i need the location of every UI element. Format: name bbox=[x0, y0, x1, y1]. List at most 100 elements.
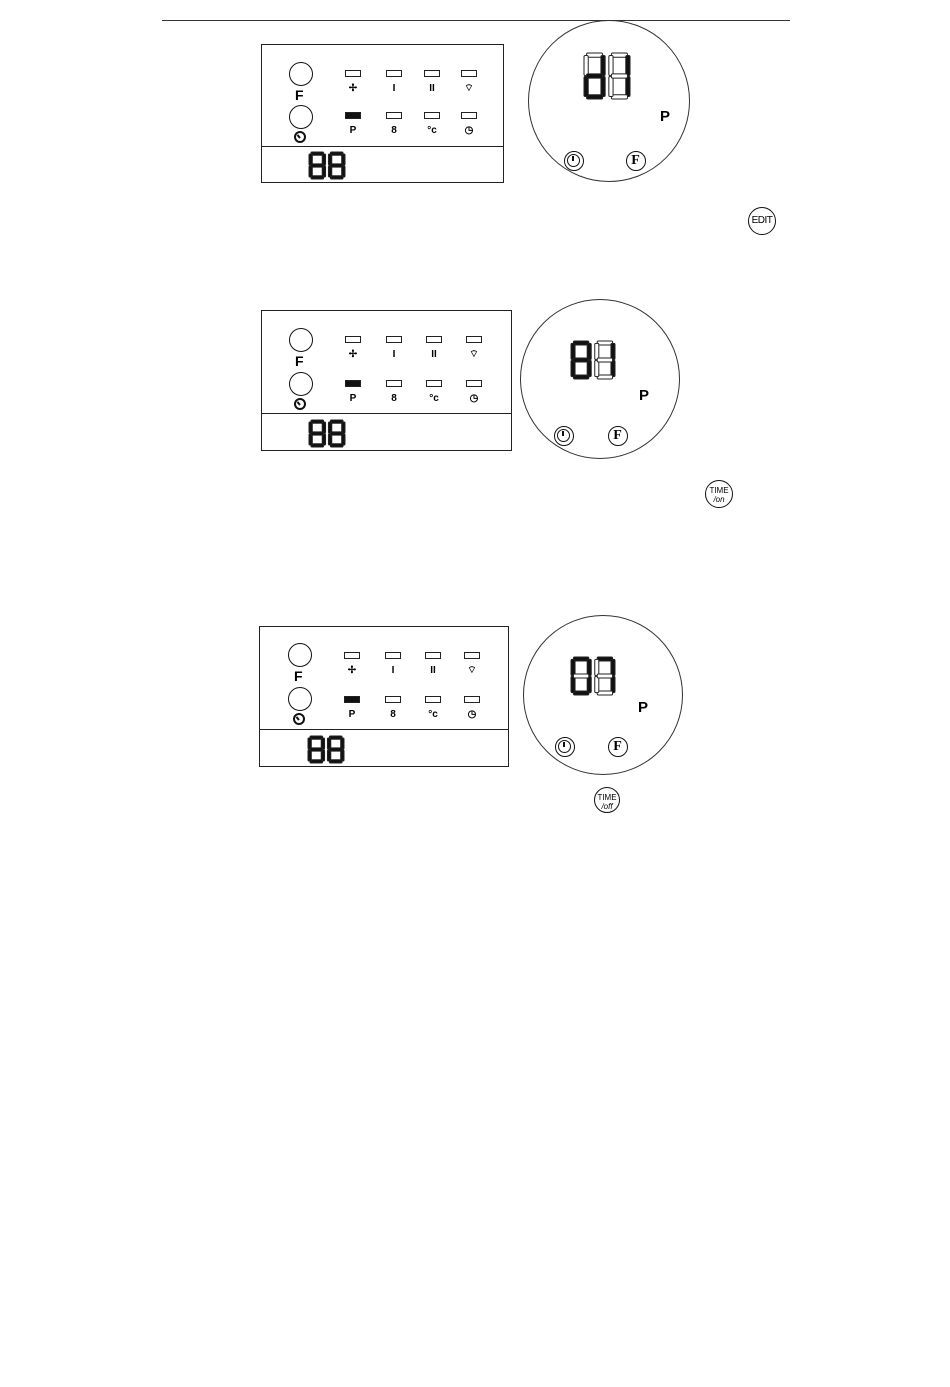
segment-f bbox=[609, 56, 613, 76]
led-speed-low bbox=[385, 652, 401, 659]
segment-e bbox=[571, 360, 575, 376]
segment-d bbox=[329, 760, 342, 763]
segment-d bbox=[330, 176, 343, 179]
panel-display bbox=[308, 736, 344, 763]
led-speed-high bbox=[424, 70, 440, 77]
segment-a bbox=[597, 341, 612, 345]
digit bbox=[595, 657, 615, 695]
time-off-key-line2: /off bbox=[595, 802, 619, 811]
segment-b bbox=[587, 659, 591, 675]
segment-a bbox=[330, 420, 343, 423]
led-timer bbox=[466, 380, 482, 387]
led-timer bbox=[461, 112, 477, 119]
led-mode bbox=[386, 112, 402, 119]
segment-a bbox=[573, 341, 588, 345]
led-fan bbox=[344, 652, 360, 659]
segment-a bbox=[329, 736, 342, 739]
segment-a bbox=[587, 53, 603, 57]
speed-low-icon: I bbox=[385, 666, 401, 676]
segment-f bbox=[595, 343, 599, 359]
led-temperature bbox=[426, 380, 442, 387]
segment-c bbox=[611, 676, 615, 692]
time-off-key: TIME /off bbox=[594, 787, 620, 813]
clock-icon bbox=[567, 154, 580, 167]
f-button[interactable] bbox=[289, 62, 313, 86]
led-program bbox=[345, 380, 361, 387]
timer-button[interactable] bbox=[289, 372, 313, 396]
led-fan bbox=[345, 336, 361, 343]
dial-display bbox=[571, 657, 615, 695]
edit-key: EDIT bbox=[748, 207, 776, 235]
segment-g bbox=[310, 748, 323, 751]
segment-b bbox=[611, 659, 615, 675]
led-swing bbox=[466, 336, 482, 343]
f-button[interactable] bbox=[288, 643, 312, 667]
segment-e bbox=[595, 360, 599, 376]
segment-d bbox=[573, 691, 588, 695]
segment-d bbox=[310, 760, 323, 763]
segment-b bbox=[611, 343, 615, 359]
segment-a bbox=[310, 736, 323, 739]
dial-timer-button[interactable] bbox=[554, 426, 574, 446]
f-label: F bbox=[295, 354, 304, 368]
program-icon: P bbox=[345, 394, 361, 404]
remote-dial-1 bbox=[528, 20, 690, 182]
led-temperature bbox=[425, 696, 441, 703]
dial-p-label: P bbox=[660, 109, 670, 124]
digit bbox=[571, 657, 591, 695]
led-swing bbox=[464, 652, 480, 659]
segment-d bbox=[311, 444, 324, 447]
segment-c bbox=[626, 76, 630, 96]
digit bbox=[584, 53, 605, 99]
segment-c bbox=[587, 360, 591, 376]
dial-display bbox=[571, 341, 615, 379]
segment-g bbox=[587, 74, 603, 78]
segment-f bbox=[571, 659, 575, 675]
speed-high-icon: II bbox=[425, 666, 441, 676]
led-fan bbox=[345, 70, 361, 77]
segment-g bbox=[597, 358, 612, 362]
segment-g bbox=[311, 164, 324, 167]
mode-icon: 8 bbox=[385, 710, 401, 720]
dial-f-button[interactable]: F bbox=[608, 737, 628, 757]
led-timer bbox=[464, 696, 480, 703]
dial-f-button[interactable]: F bbox=[608, 426, 628, 446]
dial-timer-button[interactable] bbox=[555, 737, 575, 757]
fan-icon: ✢ bbox=[345, 350, 361, 360]
f-button[interactable] bbox=[289, 328, 313, 352]
segment-g bbox=[573, 358, 588, 362]
time-on-key-line1: TIME bbox=[706, 481, 732, 495]
segment-c bbox=[601, 76, 605, 96]
led-program bbox=[345, 112, 361, 119]
temperature-icon: °c bbox=[425, 710, 441, 720]
swing-icon: ⌔ bbox=[464, 666, 480, 676]
segment-d bbox=[573, 375, 588, 379]
segment-f bbox=[584, 56, 588, 76]
segment-d bbox=[611, 95, 627, 99]
segment-e bbox=[595, 676, 599, 692]
led-speed-low bbox=[386, 70, 402, 77]
clock-icon bbox=[294, 398, 306, 410]
dial-timer-button[interactable] bbox=[564, 151, 584, 171]
dial-f-button[interactable]: F bbox=[626, 151, 646, 171]
led-temperature bbox=[424, 112, 440, 119]
program-icon: P bbox=[345, 126, 361, 136]
segment-a bbox=[311, 152, 324, 155]
temperature-icon: °c bbox=[426, 394, 442, 404]
segment-d bbox=[597, 375, 612, 379]
speed-high-icon: II bbox=[426, 350, 442, 360]
clock-icon bbox=[557, 429, 570, 442]
segment-e bbox=[609, 76, 613, 96]
digit bbox=[328, 152, 345, 179]
led-speed-high bbox=[426, 336, 442, 343]
timer-button[interactable] bbox=[288, 687, 312, 711]
segment-g bbox=[329, 748, 342, 751]
timer-button[interactable] bbox=[289, 105, 313, 129]
segment-c bbox=[611, 360, 615, 376]
clock-icon bbox=[294, 131, 306, 143]
segment-e bbox=[571, 676, 575, 692]
digit bbox=[328, 420, 345, 447]
time-on-key: TIME /on bbox=[705, 480, 733, 508]
timer-icon: ◷ bbox=[464, 710, 480, 720]
dial-p-label: P bbox=[639, 388, 649, 403]
